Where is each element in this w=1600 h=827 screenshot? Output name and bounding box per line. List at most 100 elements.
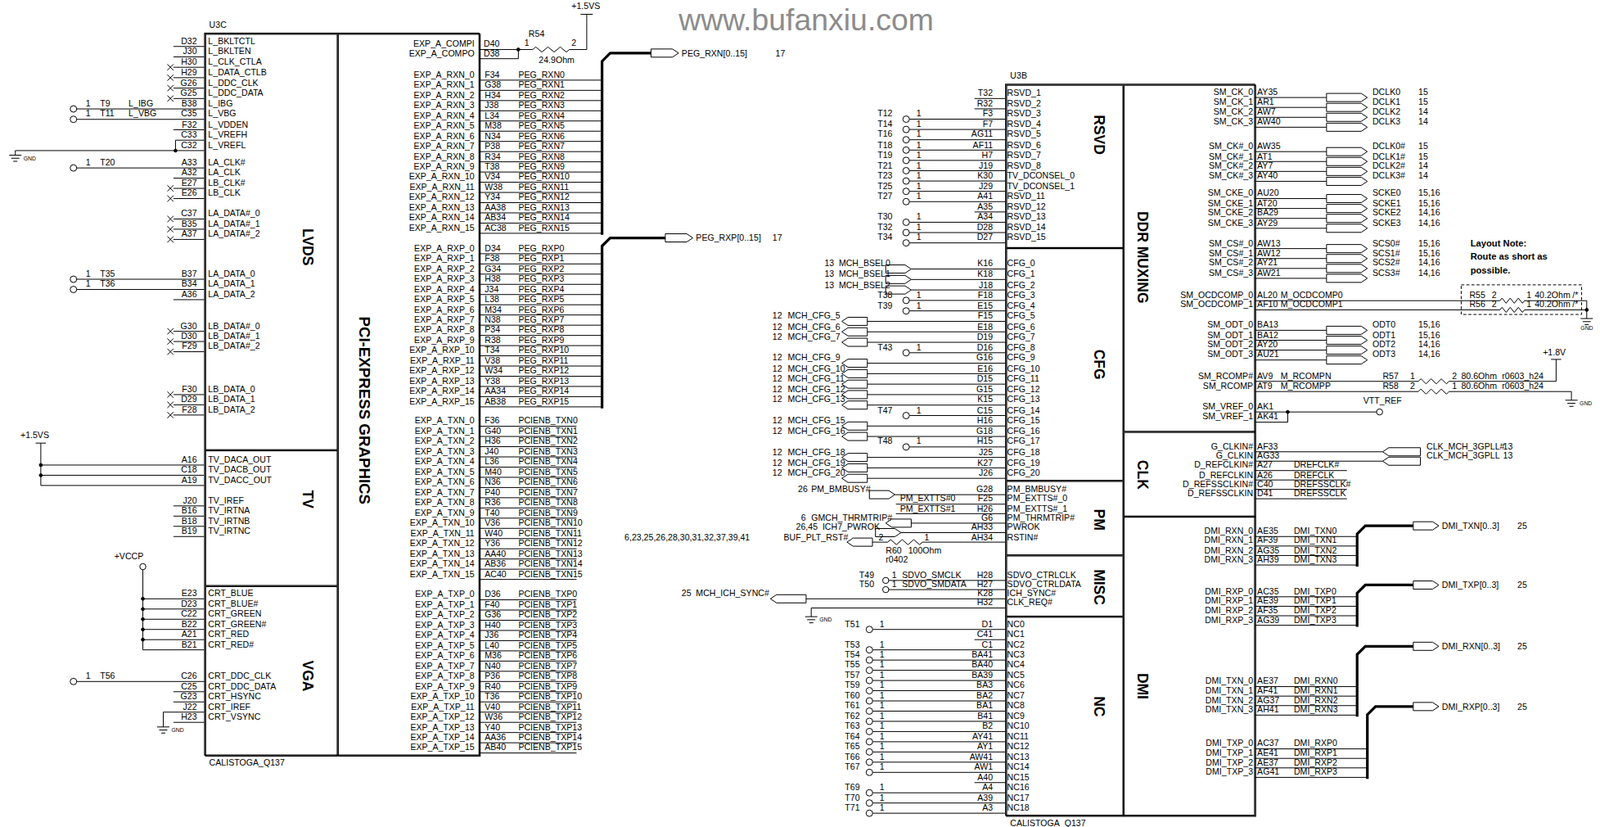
signal-label: NC10 [1007,720,1030,731]
signal-label: TV_IRTNA [207,504,250,515]
signal-label: CFG_13 [1007,394,1041,405]
signal-label: AC35 [1257,585,1280,596]
signal-label: PEG_RXP10 [518,344,569,355]
signal-label: 15 [1418,96,1429,107]
signal-label: TV_DACC_OUT [207,474,272,485]
offpage-connector [665,234,694,243]
signal-label: AH41 [1257,703,1280,714]
test-point [882,576,888,583]
signal-label: 12 [772,414,783,425]
signal-label: PEG_RXP7 [518,314,564,325]
signal-label: T25 [877,180,893,191]
signal-label: MCH_CFG_18 [788,446,846,457]
signal-label: D30 [180,330,197,341]
signal-label: G16 [976,351,993,362]
signal-label: DMI_TXP_0 [1205,738,1253,749]
signal-label: 25 [1517,579,1528,590]
bus-line [1356,584,1414,627]
wire [166,401,173,408]
wire [867,477,1006,479]
signal-label: A40 [977,771,993,782]
signal-label: J30 [183,45,198,56]
signal-label: A37 [181,228,198,239]
wire [1418,378,1449,384]
signal-label: EXP_A_RXP_11 [410,355,475,366]
signal-label: PEG_RXN0 [518,69,565,80]
signal-label: W36 [484,711,503,722]
signal-label: M_OCDCOMP0 [1280,289,1344,300]
signal-label: EXP_A_TXP_9 [414,680,474,691]
signal-label: AY29 [1257,217,1278,228]
signal-label: P38 [484,140,501,151]
signal-label: F18 [978,289,993,300]
test-point [865,809,873,816]
signal-label: 15,16 [1418,247,1441,258]
signal-label: H7 [982,149,994,160]
signal-label: G18 [976,425,993,436]
signal-label: DCLK3# [1372,170,1406,181]
signal-label: 14,16 [1418,207,1441,218]
wire [479,752,577,753]
signal-label: GND [23,155,37,162]
signal-label: MCH_CFG_9 [788,351,841,362]
signal-label: W38 [484,181,503,192]
signal-label: T62 [844,710,860,721]
signal-label: PEG_RXN11 [518,181,569,192]
signal-label: CFG_0 [1007,257,1036,268]
signal-label: DMI_RXP_0 [1204,585,1253,596]
signal-label: PCIENB_TXN3 [518,446,577,456]
signal-label: 15,16 [1418,319,1441,330]
signal-label: R60 [885,545,902,555]
signal-label: T69 [844,781,860,792]
signal-label: SCS2# [1372,257,1401,268]
signal-label: L_IBG [207,98,233,109]
signal-label: SM_CK_1 [1213,96,1253,107]
test-point [882,585,888,592]
signal-label: AF35 [1257,604,1278,615]
signal-label: NC16 [1007,781,1030,792]
signal-label: DMI_TXN_3 [1205,703,1253,714]
signal-label: 14,16 [1418,349,1441,360]
signal-label: B41 [977,710,993,721]
signal-label: AG37 [1257,694,1280,705]
signal-label: EXP_A_RXP_8 [414,324,475,335]
signal-label: DMI_TXN_1 [1205,685,1253,695]
offpage-connector [1326,166,1368,176]
signal-label: EXP_A_RXP_9 [414,334,475,345]
test-point [865,788,873,796]
wire [173,351,204,352]
signal-label: 40.2Ohm [1534,289,1571,300]
test-point [865,738,873,745]
signal-label: SM_OCDCOMP_1 [1180,298,1253,309]
signal-label: 1 [916,404,922,415]
signal-label: P40 [484,486,501,497]
signal-label: CFG_2 [1007,279,1036,289]
signal-label: SM_VREF_0 [1202,401,1253,411]
wire [166,328,173,334]
offpage-connector [1326,224,1368,233]
signal-label: +VCCP [114,550,145,561]
signal-label: DREFCLK# [1293,459,1339,470]
signal-label: EXP_A_RXN_0 [414,69,475,80]
signal-label: 100Ohm [908,545,942,555]
signal-label: NC4 [1007,659,1025,670]
signal-label: T56 [99,670,115,681]
wire [811,608,812,618]
wire [1500,297,1525,303]
signal-label: EXP_A_TXN_6 [414,476,475,487]
signal-label: DREFSSCLK [1293,487,1347,498]
wire [872,812,1006,814]
wire [479,405,603,407]
signal-label: R36 [484,496,501,507]
signal-label: CFG_8 [1007,342,1036,352]
signal-label: A3 [982,802,993,812]
signal-label: K18 [977,268,993,279]
signal-label: CRT_BLUE [207,587,253,598]
test-point [902,297,910,304]
signal-label: PM_EXTTS#1 [900,502,956,513]
section-title: TV [300,490,317,509]
signal-label: T32 [978,87,993,98]
signal-label: C1 [982,639,994,650]
signal-label: M_RCOMPP [1280,380,1331,391]
signal-label: 14 [1418,160,1429,171]
